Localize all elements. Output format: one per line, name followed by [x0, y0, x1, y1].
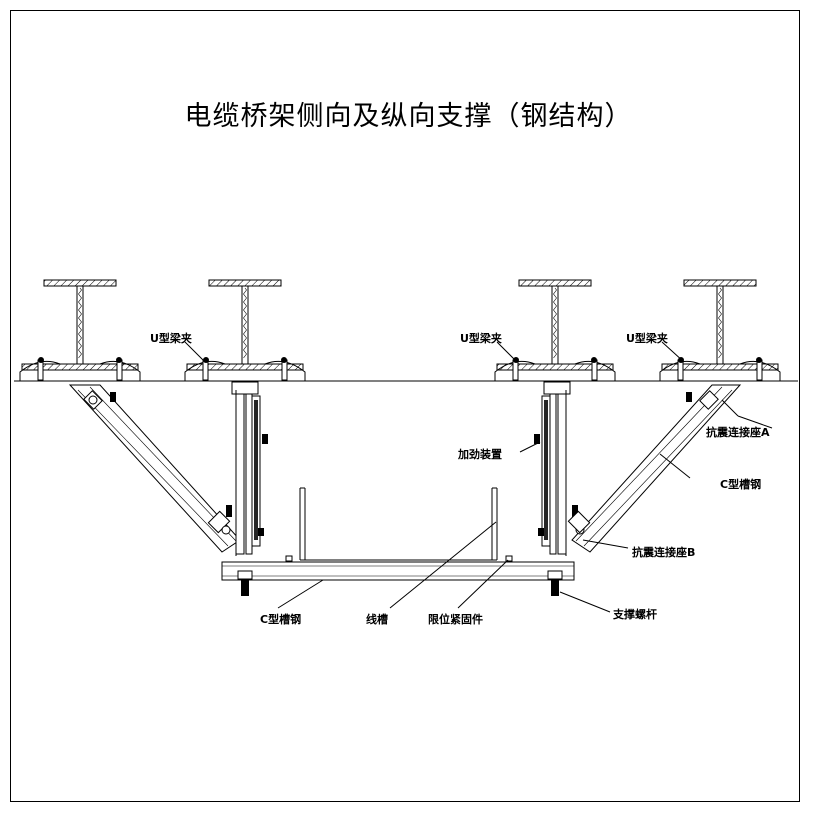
drawing-title: 电缆桥架侧向及纵向支撑（钢结构） [184, 101, 633, 132]
label-stiffener: 加劲装置 [457, 447, 502, 461]
u-clamp [494, 357, 616, 381]
left-vertical-hanger [231, 381, 268, 556]
label-c-channel-right: C型槽钢 [720, 477, 761, 491]
right-vertical-hanger [534, 381, 571, 556]
cable-tray [285, 487, 513, 562]
label-limit-fastener: 限位紧固件 [428, 612, 483, 626]
steel-beam [21, 279, 139, 371]
label-seismic-seat-a: 抗震连接座A [706, 425, 770, 439]
label-c-channel-bottom: C型槽钢 [260, 612, 301, 626]
steel-beam [496, 279, 614, 371]
right-diagonal-brace [567, 384, 742, 553]
u-clamps [19, 357, 781, 381]
label-u-clamp-2: U型梁夹 [460, 331, 502, 345]
left-diagonal-brace [68, 384, 241, 553]
steel-beam [661, 279, 779, 371]
u-clamp [659, 357, 781, 381]
leader-lines [184, 341, 773, 613]
steel-beams [21, 279, 779, 371]
drawing-frame [10, 10, 800, 802]
steel-beam [186, 279, 304, 371]
u-clamp [19, 357, 141, 381]
label-seismic-seat-b: 抗震连接座B [632, 545, 695, 559]
label-support-rod: 支撑螺杆 [612, 607, 657, 621]
label-cable-tray: 线槽 [366, 612, 388, 626]
label-u-clamp-3: U型梁夹 [626, 331, 668, 345]
bottom-c-channel [221, 561, 575, 596]
u-clamp [184, 357, 306, 381]
label-u-clamp-1: U型梁夹 [150, 331, 192, 345]
